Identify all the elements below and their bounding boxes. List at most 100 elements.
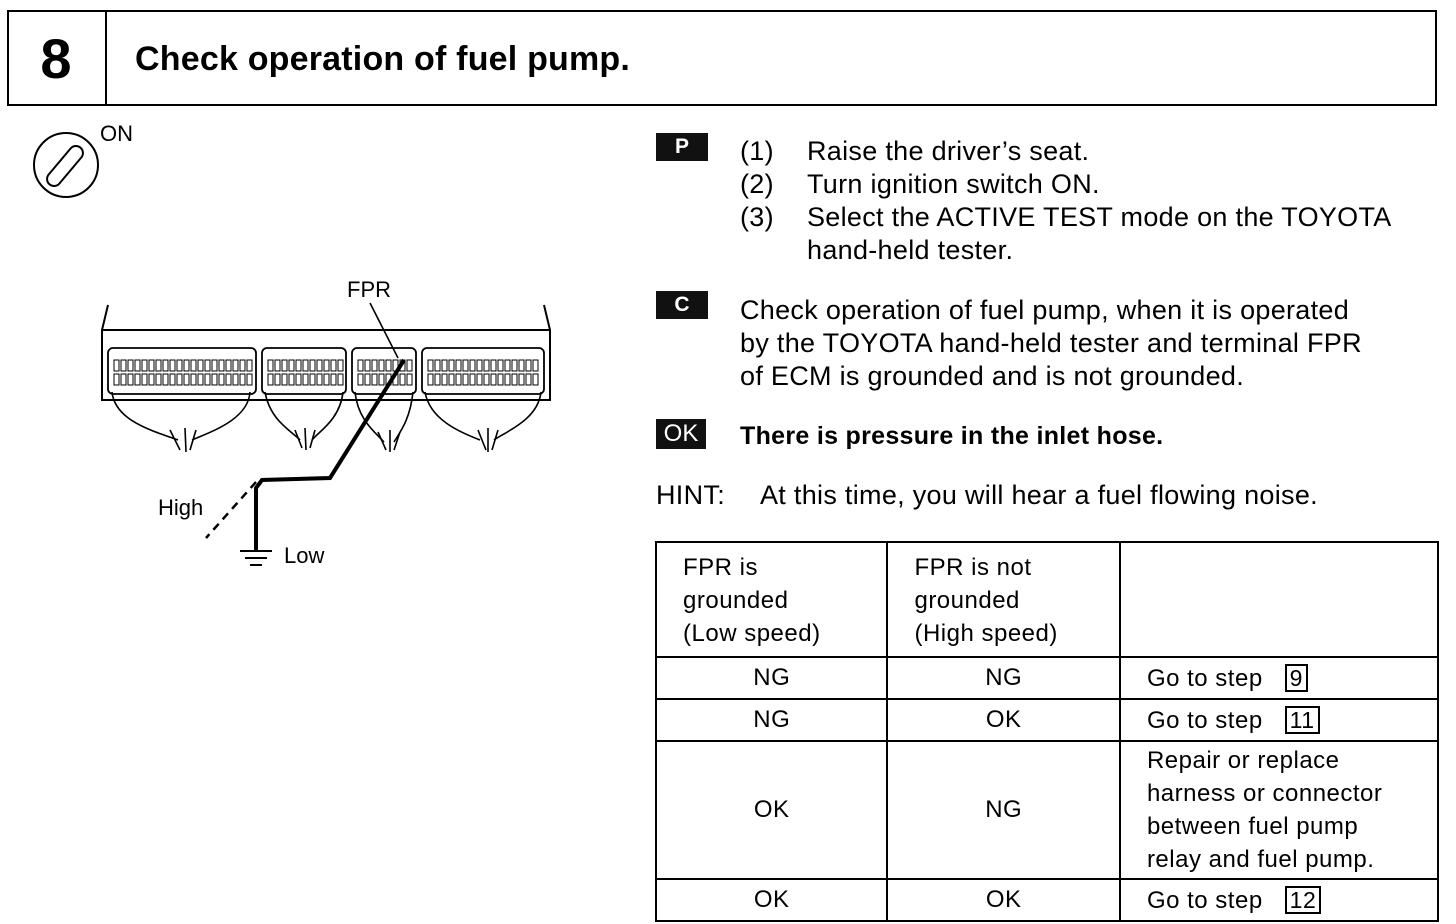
connector-pin: [127, 373, 134, 386]
connector-pin: [371, 373, 378, 386]
connector-pin: [218, 373, 225, 386]
connector-pin: [323, 373, 330, 386]
connector-pin: [511, 359, 518, 372]
connector-pin: [511, 373, 518, 386]
step-num: (1): [740, 136, 774, 166]
connector-pin: [274, 373, 281, 386]
low-label: Low: [284, 543, 324, 568]
connector-pin: [469, 373, 476, 386]
connector-pin: [532, 373, 539, 386]
connector-pin: [239, 359, 246, 372]
connector-pin: [190, 373, 197, 386]
connector-pin: [141, 359, 148, 372]
high-dashed-wire: [205, 481, 257, 539]
header-cell: [1118, 541, 1440, 658]
connector-pin: [113, 359, 120, 372]
fpr-label: FPR: [347, 277, 391, 302]
connector-pin: [364, 373, 371, 386]
fpr-ground-wire: [254, 358, 406, 550]
connector-pin: [169, 359, 176, 372]
ignition-on-label: ON: [100, 121, 133, 146]
connector-pin: [239, 373, 246, 386]
connector-pin: [434, 373, 441, 386]
connector-pin: [176, 359, 183, 372]
high-label: High: [158, 495, 203, 520]
connector-pin: [323, 359, 330, 372]
connector-pin: [337, 373, 344, 386]
connector-pin: [155, 359, 162, 372]
connector-pin: [357, 359, 364, 372]
connector-pin: [120, 373, 127, 386]
connector-pin: [518, 373, 525, 386]
connector-pin: [141, 373, 148, 386]
connector-pin: [295, 359, 302, 372]
connector-pin: [127, 359, 134, 372]
ground-icon: [240, 550, 272, 566]
connector-pin: [302, 359, 309, 372]
connector-pin: [330, 373, 337, 386]
table-cell: NG: [654, 698, 889, 742]
hint-text: At this time, you will hear a fuel flowi…: [760, 480, 1318, 510]
connector-pin: [169, 373, 176, 386]
step-header: [7, 10, 1437, 106]
connector-pin: [532, 359, 539, 372]
table-cell: NG: [886, 740, 1121, 880]
connector-pin: [525, 359, 532, 372]
connector-pin: [455, 373, 462, 386]
connector-pin: [211, 359, 218, 372]
connector-pin: [441, 373, 448, 386]
connector-pin: [295, 373, 302, 386]
connector-pin: [357, 373, 364, 386]
connector-pin: [427, 359, 434, 372]
connector-pin: [204, 359, 211, 372]
connector-pin: [518, 359, 525, 372]
ecm-housing: [101, 304, 551, 401]
step-num: (2): [740, 169, 774, 199]
table-cell: OK: [886, 878, 1121, 922]
table-cell: NG: [654, 656, 889, 700]
fpr-leader-line: [369, 302, 399, 359]
connector-pin: [309, 373, 316, 386]
connector-pin: [462, 359, 469, 372]
connector-pin: [176, 373, 183, 386]
connector-pin: [148, 373, 155, 386]
connector-pin: [162, 373, 169, 386]
connector-pin: [246, 359, 253, 372]
connector-pin: [134, 373, 141, 386]
c-tag: C: [656, 291, 708, 319]
connector-pin: [162, 359, 169, 372]
check-text-line: Check operation of fuel pump, when it is…: [740, 295, 1350, 325]
connector-pin: [197, 373, 204, 386]
hint-label: HINT:: [656, 480, 725, 510]
connector-pin: [232, 373, 239, 386]
connector-pin: [406, 373, 413, 386]
connector-pin: [385, 359, 392, 372]
connector-pin: [232, 359, 239, 372]
connector-pin: [134, 359, 141, 372]
connector-pin: [462, 373, 469, 386]
connector-pin: [469, 359, 476, 372]
wire-harness: [111, 391, 542, 453]
step-ref-box: 11: [1284, 705, 1320, 734]
step-ref-box: 9: [1284, 663, 1308, 692]
connector-pin: [316, 359, 323, 372]
connector-pin: [441, 359, 448, 372]
connector-pin: [309, 359, 316, 372]
connector-pin: [274, 359, 281, 372]
step-title: Check operation of fuel pump.: [135, 40, 631, 78]
connector-pin: [476, 373, 483, 386]
connector-pin: [434, 359, 441, 372]
connector-pin: [267, 373, 274, 386]
table-cell: NG: [886, 656, 1121, 700]
connector-pin: [267, 359, 274, 372]
connector-pin: [497, 359, 504, 372]
connector-pin: [455, 359, 462, 372]
ok-result-text: There is pressure in the inlet hose.: [740, 422, 1164, 450]
